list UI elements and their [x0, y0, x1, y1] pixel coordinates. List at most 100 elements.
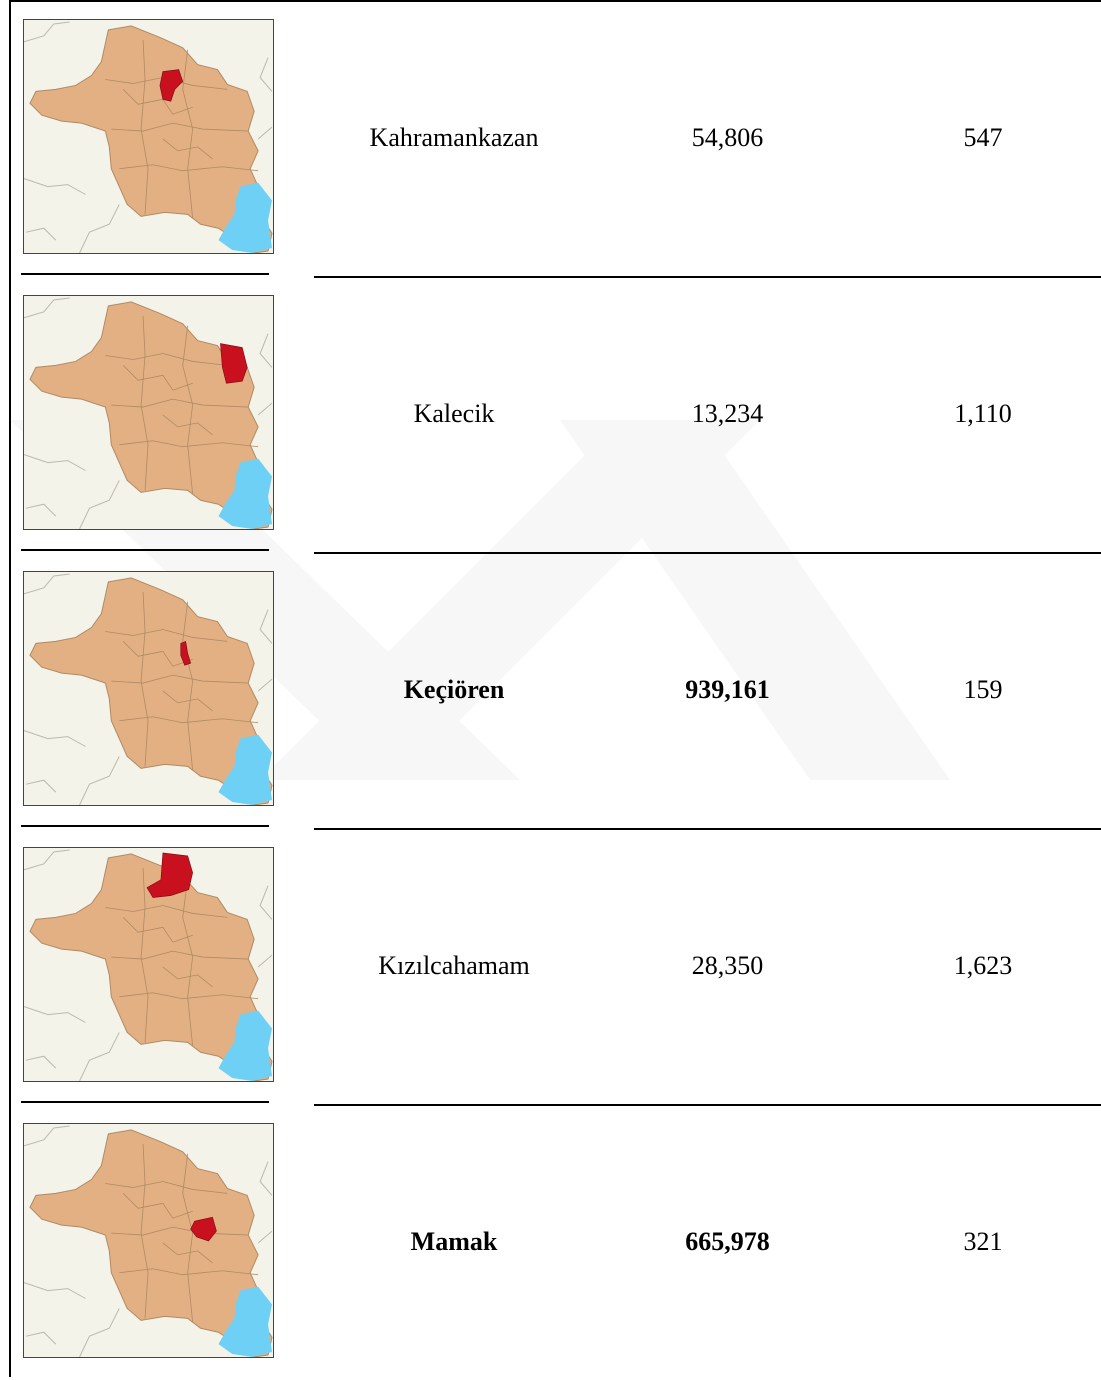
lake-shape: [218, 734, 273, 805]
row-separator-right: [314, 276, 1101, 278]
district-border: [105, 1181, 228, 1194]
highlighted-district: [190, 1216, 217, 1242]
neighbor-border: [24, 1282, 86, 1299]
province-map: [24, 20, 273, 253]
row-separator-left: [21, 825, 269, 827]
neighbor-border: [24, 178, 86, 195]
neighbor-border: [257, 126, 273, 140]
neighbor-border: [257, 1230, 273, 1244]
neighbor-border: [24, 21, 70, 43]
district-border: [122, 1193, 193, 1219]
district-border: [140, 867, 149, 1043]
district-location-map: [23, 19, 274, 254]
neighbor-border: [24, 454, 86, 471]
table-row: Kızılcahamam 28,350 1,623: [0, 828, 1101, 1106]
frame-left-border: [9, 0, 11, 1377]
highlighted-district: [146, 852, 193, 898]
district-location-map: [23, 1123, 274, 1358]
population-cell: 54,806: [691, 123, 764, 152]
table-row: Mamak 665,978 321: [0, 1104, 1101, 1380]
district-name-cell: Kızılcahamam: [378, 951, 530, 980]
district-border: [122, 917, 193, 943]
province-map: [24, 1124, 273, 1357]
district-border: [182, 1153, 194, 1323]
district-location-map: [23, 847, 274, 1082]
row-separator-left: [21, 549, 269, 551]
neighbor-border: [257, 678, 273, 692]
neighbor-border: [257, 402, 273, 416]
area-cell: 321: [963, 1227, 1003, 1256]
neighbor-border: [79, 204, 120, 253]
neighbor-border: [79, 480, 120, 529]
district-border: [182, 877, 194, 1047]
area-cell: 159: [963, 675, 1003, 704]
province-shape: [29, 853, 273, 1081]
district-border: [162, 690, 213, 712]
district-border: [119, 1268, 259, 1276]
highlighted-district: [180, 640, 192, 666]
district-border: [162, 966, 213, 988]
area-cell: 1,623: [953, 951, 1013, 980]
area-cell: 547: [963, 123, 1003, 152]
district-border: [140, 591, 149, 767]
district-location-map: [23, 295, 274, 530]
row-separator-right: [314, 1104, 1101, 1106]
neighbor-border: [24, 297, 70, 319]
district-border: [119, 716, 259, 724]
district-name-cell: Keçiören: [403, 675, 505, 704]
table-row: Kalecik 13,234 1,110: [0, 276, 1101, 554]
table-row: Kahramankazan 54,806 547: [0, 0, 1101, 278]
lake-shape: [218, 182, 273, 253]
neighbor-border: [79, 756, 120, 805]
row-separator-left: [21, 273, 269, 275]
lake-shape: [218, 458, 273, 529]
district-border: [105, 353, 228, 366]
district-border: [122, 365, 193, 391]
province-shape: [29, 1129, 273, 1357]
province-shape: [29, 25, 273, 253]
district-border: [111, 122, 249, 132]
province-shape: [29, 577, 273, 805]
neighbor-border: [24, 1125, 70, 1147]
lake-shape: [218, 1010, 273, 1081]
neighbor-border: [25, 227, 57, 241]
neighbor-border: [259, 1161, 273, 1196]
district-border: [119, 440, 259, 448]
district-border: [182, 601, 194, 771]
neighbor-border: [24, 1006, 86, 1023]
neighbor-border: [257, 954, 273, 968]
neighbor-border: [79, 1032, 120, 1081]
district-location-map: [23, 571, 274, 806]
population-cell: 939,161: [685, 675, 770, 704]
neighbor-border: [25, 1331, 57, 1345]
row-separator-left: [21, 1101, 269, 1103]
area-cell: 1,110: [954, 399, 1012, 428]
district-border: [111, 674, 249, 684]
district-border: [111, 950, 249, 960]
district-border: [162, 1242, 213, 1264]
district-border: [162, 414, 213, 436]
neighbor-border: [259, 885, 273, 920]
neighbor-border: [79, 1308, 120, 1357]
neighbor-border: [259, 333, 273, 368]
district-border: [182, 49, 194, 219]
district-border: [119, 164, 259, 172]
neighbor-border: [24, 849, 70, 871]
district-name-cell: Kalecik: [413, 399, 495, 428]
frame-top-border: [9, 0, 1101, 2]
province-map: [24, 572, 273, 805]
district-border: [182, 325, 194, 495]
district-border: [105, 629, 228, 642]
district-name-cell: Mamak: [410, 1227, 498, 1256]
district-border: [111, 398, 249, 408]
province-map: [24, 848, 273, 1081]
neighbor-border: [259, 609, 273, 644]
district-border: [122, 641, 193, 667]
neighbor-border: [25, 1055, 57, 1069]
table-row: Keçiören 939,161 159: [0, 552, 1101, 830]
district-border: [140, 315, 149, 491]
row-separator-right: [314, 552, 1101, 554]
lake-shape: [218, 1286, 273, 1357]
district-border: [140, 39, 149, 215]
district-border: [119, 992, 259, 1000]
